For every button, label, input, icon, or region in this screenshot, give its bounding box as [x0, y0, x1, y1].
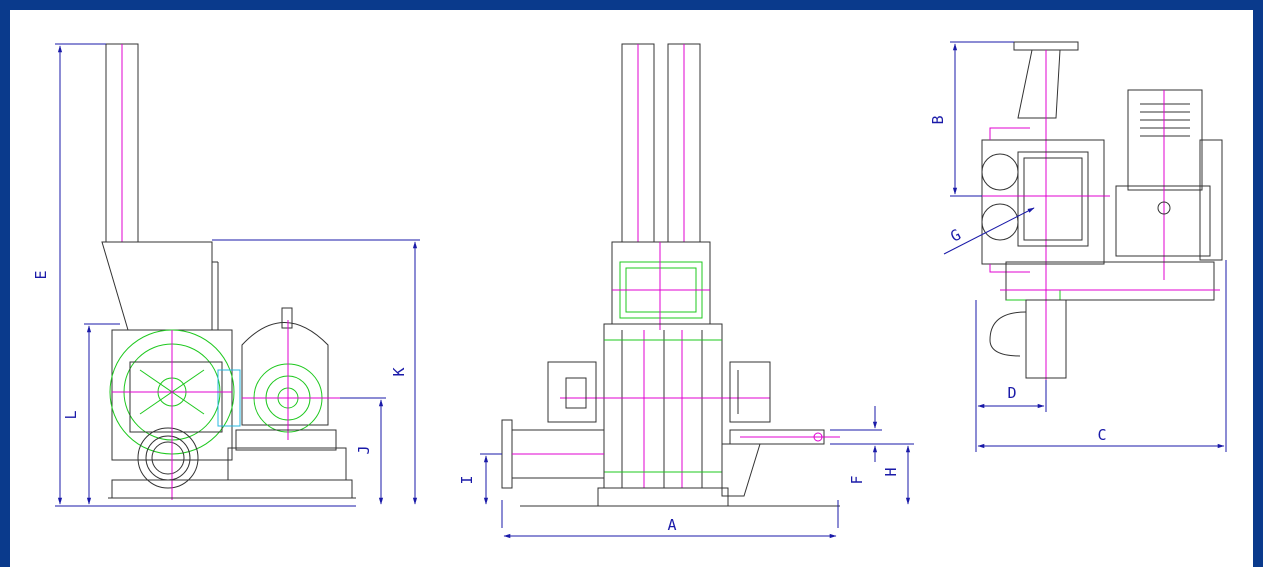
side-motor: [235, 307, 380, 451]
front-left-motor: [547, 361, 597, 423]
front-outlet-pipe: [721, 429, 840, 497]
dim-label-b: B: [929, 115, 947, 124]
dim-label-h: H: [882, 467, 900, 476]
front-rotor-body: [560, 323, 770, 489]
side-view: [101, 43, 380, 500]
front-exhaust-pipes: [621, 43, 701, 243]
dim-label-d: D: [1007, 384, 1016, 402]
dim-label-a: A: [667, 516, 676, 534]
front-dimensions: [480, 406, 914, 539]
side-exhaust-pipe: [105, 43, 139, 243]
dim-label-l: L: [62, 410, 80, 419]
top-base: [989, 261, 1220, 379]
top-motor: [1115, 89, 1223, 280]
side-base-frame: [108, 447, 356, 499]
dim-label-c: C: [1097, 426, 1106, 444]
dim-label-j: J: [355, 445, 373, 454]
side-dimensions: [55, 43, 420, 507]
front-hopper: [611, 241, 711, 330]
front-inlet-flange: [501, 419, 605, 489]
front-view: [501, 43, 840, 507]
side-rotor-housing: [109, 329, 241, 500]
dim-label-e: E: [32, 270, 50, 279]
top-dimensions: [943, 41, 1227, 452]
dim-label-f: F: [848, 475, 866, 484]
dim-label-i: I: [458, 475, 476, 484]
dim-label-k: K: [390, 367, 408, 376]
front-right-motor: [729, 361, 771, 423]
side-hopper: [101, 241, 219, 331]
top-rotor-housing: [981, 127, 1110, 273]
top-view: [981, 41, 1223, 410]
dim-label-g: G: [947, 226, 963, 246]
front-base: [520, 487, 840, 507]
top-exhaust: [1013, 41, 1079, 410]
